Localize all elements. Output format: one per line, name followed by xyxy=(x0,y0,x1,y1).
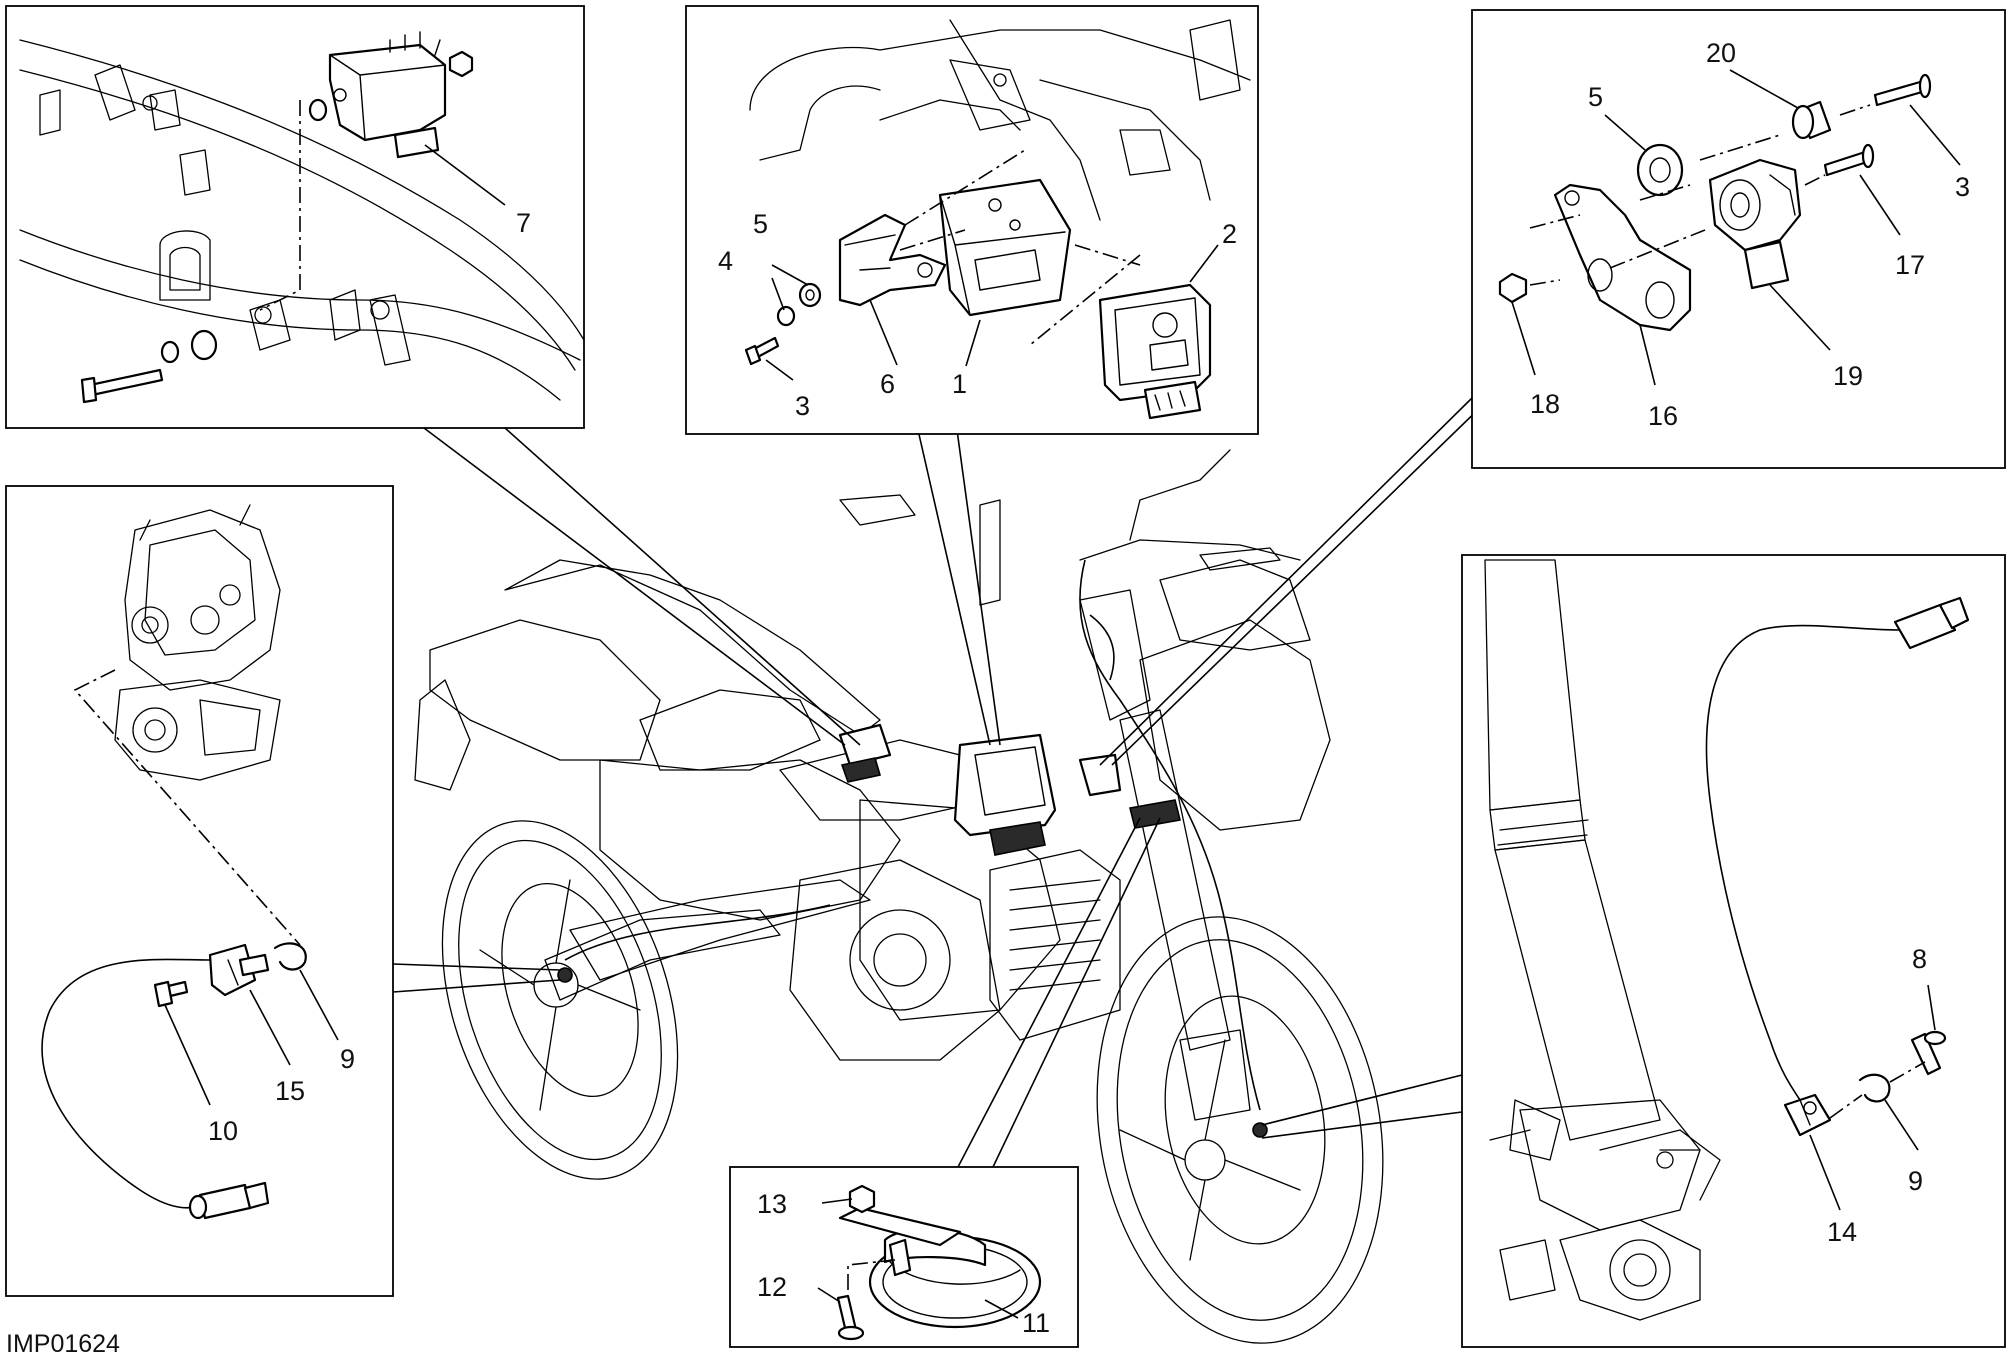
inset-top-center: 5 4 3 6 1 2 xyxy=(685,5,1259,435)
frame-section-detail xyxy=(19,39,585,401)
rear-brake-caliper xyxy=(114,504,281,781)
callout-5: 5 xyxy=(753,209,768,239)
inset-bottom-center: 13 12 11 xyxy=(729,1166,1079,1348)
inset-leader-lines xyxy=(392,397,1491,1168)
sensor-19 xyxy=(1708,158,1802,290)
installed-relay xyxy=(838,723,892,783)
callout-5-tr: 5 xyxy=(1588,82,1603,112)
callout-19: 19 xyxy=(1833,361,1863,391)
callout-16: 16 xyxy=(1648,401,1678,431)
callout-13: 13 xyxy=(757,1189,787,1219)
callout-12: 12 xyxy=(757,1272,787,1302)
fastener-washer-tl xyxy=(308,98,328,122)
mounting-bracket-frame xyxy=(749,19,1251,221)
spacer-20 xyxy=(1791,100,1832,140)
inset-right: 8 9 14 xyxy=(1461,554,2006,1348)
front-wheel xyxy=(1096,916,1384,1344)
drawing-code: IMP01624 xyxy=(6,1330,120,1358)
nut-13 xyxy=(848,1184,876,1214)
motorcycle-illustration xyxy=(414,449,1384,1344)
front-speed-sensor-installed xyxy=(1252,1122,1268,1138)
washer-5 xyxy=(798,282,822,308)
callout-6: 6 xyxy=(880,369,895,399)
bracket-16 xyxy=(1553,183,1692,332)
grommet-5 xyxy=(1636,143,1684,197)
horn-11 xyxy=(868,1228,1042,1329)
callout-4: 4 xyxy=(718,246,733,276)
callout-9-right: 9 xyxy=(1908,1166,1923,1196)
clip-9-right xyxy=(1858,1073,1891,1103)
callout-1: 1 xyxy=(952,369,967,399)
callout-8: 8 xyxy=(1912,944,1927,974)
callout-10: 10 xyxy=(208,1116,238,1146)
callout-20: 20 xyxy=(1706,38,1736,68)
rear-speed-sensor-installed xyxy=(557,967,573,983)
callout-18: 18 xyxy=(1530,389,1560,419)
speed-sensor-14 xyxy=(1783,1093,1832,1137)
fastener-grommet xyxy=(160,329,218,364)
relay-7 xyxy=(328,31,447,159)
callout-17: 17 xyxy=(1895,250,1925,280)
installed-horn xyxy=(1129,799,1181,829)
clip-9 xyxy=(273,942,307,971)
washer-4 xyxy=(776,305,796,327)
inset-top-left: 7 xyxy=(5,5,585,429)
fastener-nut xyxy=(448,50,474,78)
nut-18 xyxy=(1498,272,1528,304)
screw-10 xyxy=(153,980,189,1008)
callout-9-left: 9 xyxy=(340,1044,355,1074)
ecu-cover-1 xyxy=(938,178,1072,317)
frame-bodywork xyxy=(414,449,1331,1121)
screw-12 xyxy=(836,1294,865,1341)
front-speed-sensor-cable xyxy=(1705,596,1970,1101)
bracket-6 xyxy=(838,213,947,307)
front-fork-leg xyxy=(1484,559,1721,1321)
callout-2: 2 xyxy=(1222,219,1237,249)
speed-sensor-15 xyxy=(208,943,270,997)
ecu-2 xyxy=(1098,283,1212,420)
callout-3: 3 xyxy=(795,391,810,421)
fastener-screw-tl xyxy=(80,368,164,404)
callout-7: 7 xyxy=(516,208,531,238)
callout-3-tr: 3 xyxy=(1955,172,1970,202)
callout-14: 14 xyxy=(1827,1217,1857,1247)
callout-15: 15 xyxy=(275,1076,305,1106)
horn-bracket xyxy=(838,1206,962,1277)
inset-left: 9 15 10 xyxy=(5,485,394,1297)
screw-3 xyxy=(744,336,780,366)
inset-top-right: 20 5 3 17 18 16 19 xyxy=(1471,9,2006,469)
installed-sensor xyxy=(1078,753,1122,797)
screw-17 xyxy=(1823,143,1875,177)
callout-11: 11 xyxy=(1022,1308,1050,1338)
installed-ecu xyxy=(953,733,1057,856)
screw-3-tr xyxy=(1873,73,1932,107)
speed-sensor-cable xyxy=(41,958,270,1220)
